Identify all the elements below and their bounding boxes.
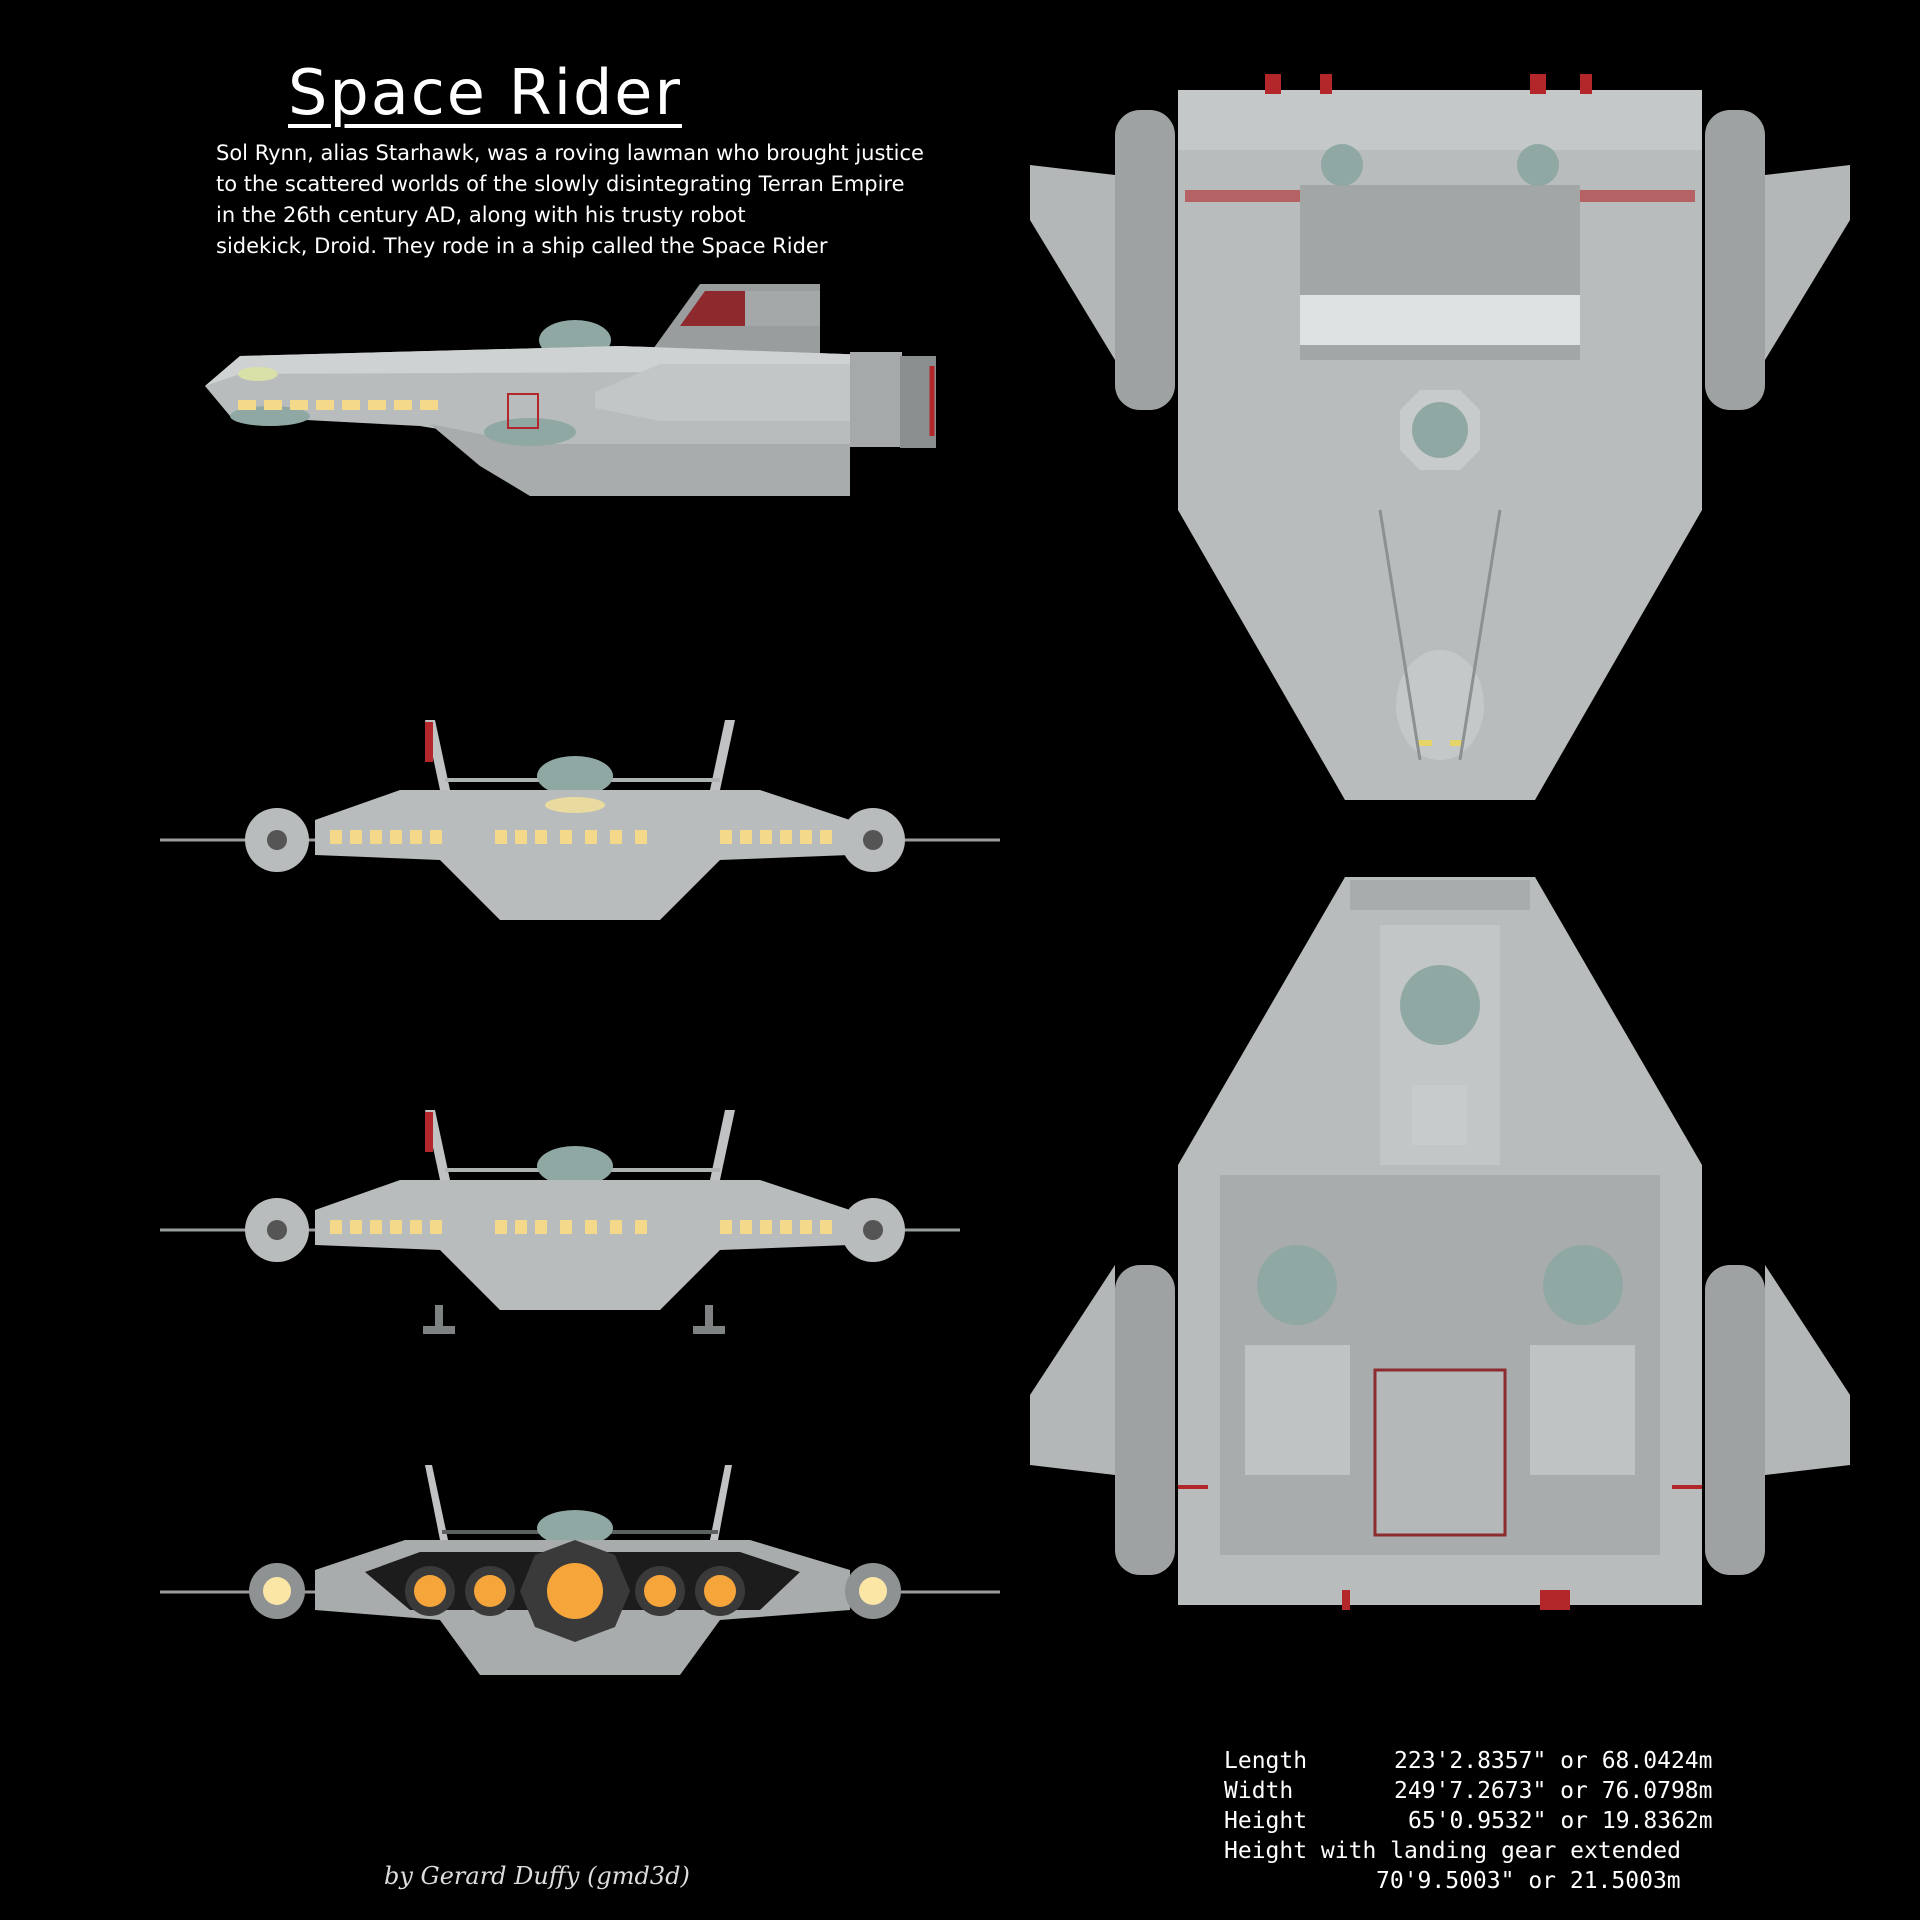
description-line: to the scattered worlds of the slowly di… bbox=[216, 172, 905, 196]
spec-width: Width 249'7.2673" or 76.0798m bbox=[1224, 1776, 1868, 1806]
spec-label: Width bbox=[1224, 1778, 1294, 1804]
spec-value: 65'0.9532" or 19.8362m bbox=[1408, 1808, 1713, 1834]
spec-value: 70'9.5003" or 21.5003m bbox=[1376, 1868, 1681, 1894]
spec-value: 249'7.2673" or 76.0798m bbox=[1394, 1778, 1713, 1804]
bottom-view-illustration bbox=[1030, 877, 1850, 1610]
top-view-illustration bbox=[1030, 74, 1850, 800]
credit-signature: by Gerard Duffy (gmd3d) bbox=[384, 1862, 690, 1890]
side-view-illustration bbox=[205, 284, 936, 496]
front-view-illustration bbox=[160, 720, 1000, 920]
spec-label: Length bbox=[1224, 1748, 1308, 1774]
spec-label: Height bbox=[1224, 1808, 1308, 1834]
spec-height: Height 65'0.9532" or 19.8362m bbox=[1224, 1806, 1868, 1836]
spec-value: 223'2.8357" or 68.0424m bbox=[1394, 1748, 1713, 1774]
description-line: sidekick, Droid. They rode in a ship cal… bbox=[216, 234, 828, 258]
rear-view-illustration bbox=[160, 1465, 1000, 1675]
spec-label: Height with landing gear extended bbox=[1224, 1838, 1681, 1864]
front-view-landing-gear-illustration bbox=[160, 1110, 960, 1334]
spec-gear-value-row: 70'9.5003" or 21.5003m bbox=[1224, 1866, 1868, 1896]
page-title: Space Rider bbox=[288, 56, 682, 129]
spec-gear-height: Height with landing gear extended bbox=[1224, 1836, 1868, 1866]
description-line: in the 26th century AD, along with his t… bbox=[216, 203, 746, 227]
spec-length: Length 223'2.8357" or 68.0424m bbox=[1224, 1746, 1868, 1776]
description-line: Sol Rynn, alias Starhawk, was a roving l… bbox=[216, 141, 924, 165]
specifications: Length 223'2.8357" or 68.0424m Width 249… bbox=[1224, 1746, 1868, 1896]
description: Sol Rynn, alias Starhawk, was a roving l… bbox=[216, 138, 924, 262]
